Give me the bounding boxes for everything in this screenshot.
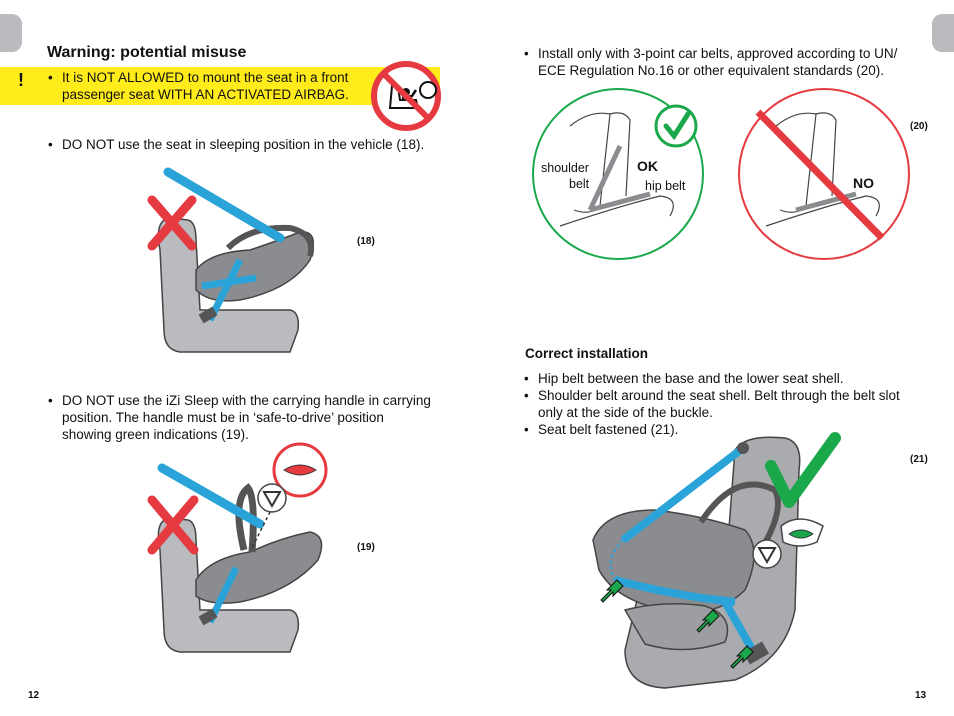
bullet-handle-line1: DO NOT use the iZi Sleep with the carryi… [62, 393, 431, 408]
bullet-airbag-line2: passenger seat WITH AN ACTIVATED AIRBAG. [62, 87, 349, 102]
bullet-hip-text: Hip belt between the base and the lower … [538, 371, 844, 386]
label-no: NO [853, 175, 874, 191]
green-checkmark-icon [765, 432, 841, 508]
page-number-left: 12 [28, 690, 40, 701]
bullet-handle-line2: position. The handle must be in ‘safe-to… [62, 410, 384, 425]
figure-21-correct-installation [592, 432, 841, 689]
bullet-airbag: • It is NOT ALLOWED to mount the seat in… [48, 69, 428, 103]
warning-heading: Warning: potential misuse [47, 44, 247, 61]
bullet-handle: • DO NOT use the iZi Sleep with the carr… [48, 392, 448, 443]
warning-bar [0, 67, 440, 105]
left-page-tab [0, 14, 22, 52]
red-cross-icon [147, 495, 199, 555]
red-cross-icon [147, 195, 197, 251]
bullet-sleep-text: DO NOT use the seat in sleeping position… [62, 137, 425, 152]
bullet-airbag-line1: It is NOT ALLOWED to mount the seat in a… [62, 70, 349, 85]
figure-18-sleep-position [147, 167, 315, 353]
page-number-right: 13 [915, 690, 927, 701]
label-hip-belt: hip belt [645, 179, 686, 193]
label-ok: OK [637, 158, 658, 174]
green-checkmark-icon [663, 111, 691, 141]
no-airbag-icon [371, 61, 441, 131]
bullet-shoulder-line1: Shoulder belt around the seat shell. Bel… [538, 388, 900, 403]
bullet-install-line1: Install only with 3-point car belts, app… [538, 46, 898, 61]
green-arrow-icon [600, 579, 754, 669]
bullet-sleep: • DO NOT use the seat in sleeping positi… [48, 136, 448, 153]
bullet-shoulder-line2: only at the side of the buckle. [538, 405, 713, 420]
correct-installation-heading: Correct installation [525, 346, 649, 361]
right-page-tab [932, 14, 954, 52]
bullet-handle-line3: showing green indications (19). [62, 427, 249, 442]
figure-20-ok [532, 88, 704, 260]
bullet-install-line2: ECE Regulation No.16 or other equivalent… [538, 63, 884, 78]
bullet-install: • Install only with 3-point car belts, a… [524, 45, 924, 79]
bullet-hip: • Hip belt between the base and the lowe… [524, 370, 924, 387]
warning-mark: ! [18, 70, 24, 90]
bullet-shoulder: • Shoulder belt around the seat shell. B… [524, 387, 924, 421]
figure-20-no [738, 88, 910, 260]
label-belt: belt [569, 177, 590, 191]
caption-18: (18) [357, 236, 375, 247]
label-shoulder: shoulder [541, 161, 589, 175]
caption-20: (20) [910, 121, 928, 132]
bullet-fastened: • Seat belt fastened (21). [524, 421, 924, 438]
caption-21: (21) [910, 454, 928, 465]
figure-19-carrying-position [147, 442, 328, 653]
bullet-fastened-text: Seat belt fastened (21). [538, 422, 679, 437]
caption-19: (19) [357, 542, 375, 553]
